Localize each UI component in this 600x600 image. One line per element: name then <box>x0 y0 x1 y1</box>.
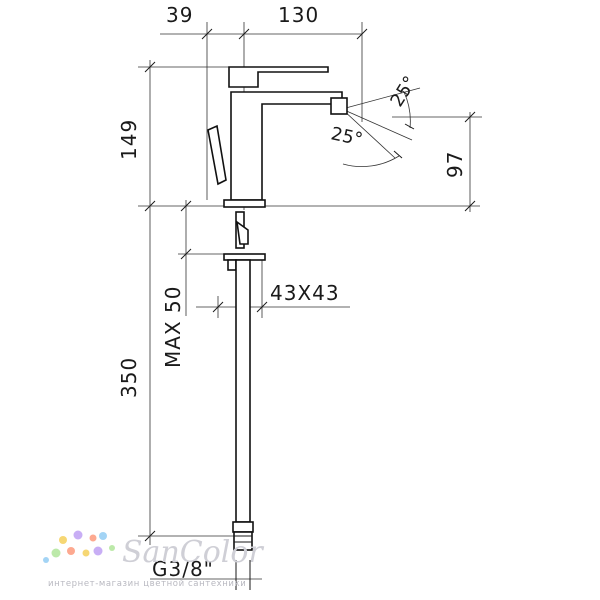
dim-hose-length: 350 <box>117 357 141 398</box>
watermark-brand: SanColor <box>122 535 264 570</box>
dim-connection: G3/8" <box>152 557 214 581</box>
dim-spout-offset: 39 <box>166 3 193 27</box>
dim-spout-height: 97 <box>443 151 467 178</box>
spout-angle-marks <box>341 87 421 168</box>
dim-hole-size: 43X43 <box>270 281 340 305</box>
watermark-tagline: интернет-магазин цветной сантехники <box>48 579 246 589</box>
dim-reach: 130 <box>278 3 319 27</box>
mounting-assembly <box>223 211 266 551</box>
dim-height-total: 149 <box>117 119 141 160</box>
faucet-body <box>207 66 348 208</box>
dim-angle-up: 25° <box>386 72 421 110</box>
watermark-logo <box>43 530 115 563</box>
dim-angle-down: 25° <box>329 123 365 150</box>
dimension-lines <box>138 22 482 590</box>
dim-max-thickness: MAX 50 <box>161 286 185 368</box>
